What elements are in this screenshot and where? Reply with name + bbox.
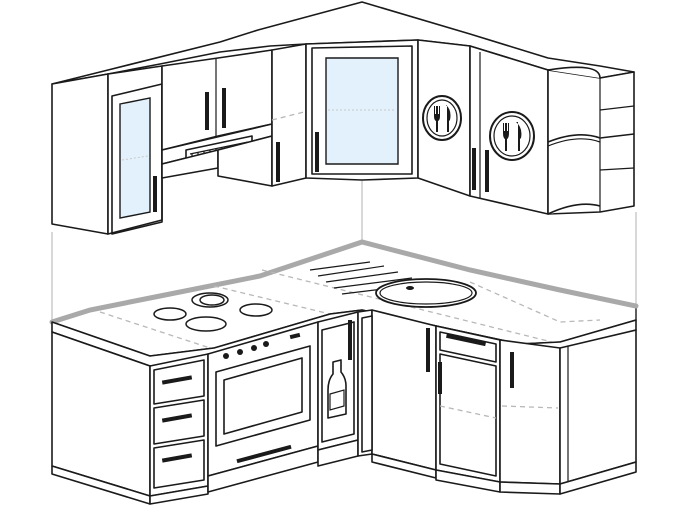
oven[interactable] <box>207 321 319 493</box>
corner-cabinet[interactable] <box>357 309 437 479</box>
open-shelves <box>547 66 635 215</box>
fork-knife-icon <box>422 95 462 141</box>
door-handle <box>510 352 514 388</box>
door-handle <box>472 148 476 190</box>
upper-cabinet-mid-left <box>217 43 307 187</box>
drawer-handle <box>446 333 486 347</box>
sink <box>375 278 477 308</box>
hood-cabinet <box>161 49 273 179</box>
door-handle <box>315 132 319 172</box>
burner <box>239 303 273 317</box>
drawer[interactable] <box>153 439 205 489</box>
glass-cabinet-left <box>51 65 163 235</box>
sink-cabinet[interactable] <box>435 325 501 493</box>
oven-drawer-handle <box>236 444 292 464</box>
bottle-icon <box>327 359 347 419</box>
drawer-handle <box>161 375 193 385</box>
drawer[interactable] <box>153 359 205 405</box>
drawer[interactable] <box>153 399 205 445</box>
oven-knob[interactable] <box>263 341 269 347</box>
oven-knob[interactable] <box>223 353 229 359</box>
burner <box>153 307 187 321</box>
burner <box>185 316 227 332</box>
oven-indicator <box>289 332 301 340</box>
door-handle <box>426 328 430 372</box>
glass-pane-corner <box>325 57 399 165</box>
drawer-unit <box>149 353 209 505</box>
fork-knife-icon <box>489 111 535 161</box>
glass-cabinet-corner <box>305 39 419 181</box>
upper-cabinet-right <box>417 39 549 215</box>
door-handle <box>276 142 280 182</box>
door-handle <box>438 362 442 394</box>
upper-cabinets <box>51 1 635 235</box>
door-handle <box>205 92 209 130</box>
door-handle <box>485 150 489 192</box>
burner <box>199 294 225 306</box>
drawer[interactable] <box>439 331 497 363</box>
drawer-handle <box>161 453 193 463</box>
cooktop <box>153 292 273 332</box>
drainboard <box>309 261 425 295</box>
drawer-handle <box>161 413 193 423</box>
bottle-rack <box>317 311 359 467</box>
wall-lines <box>51 180 637 322</box>
lower-cabinets <box>51 309 637 505</box>
door-handle <box>222 88 226 128</box>
drain <box>406 286 414 290</box>
oven-window <box>223 357 303 435</box>
door-handle <box>153 176 157 212</box>
oven-knob[interactable] <box>237 349 243 355</box>
end-cabinet[interactable] <box>499 329 637 495</box>
oven-knob[interactable] <box>251 345 257 351</box>
door-handle <box>348 320 352 360</box>
countertop <box>49 239 639 367</box>
